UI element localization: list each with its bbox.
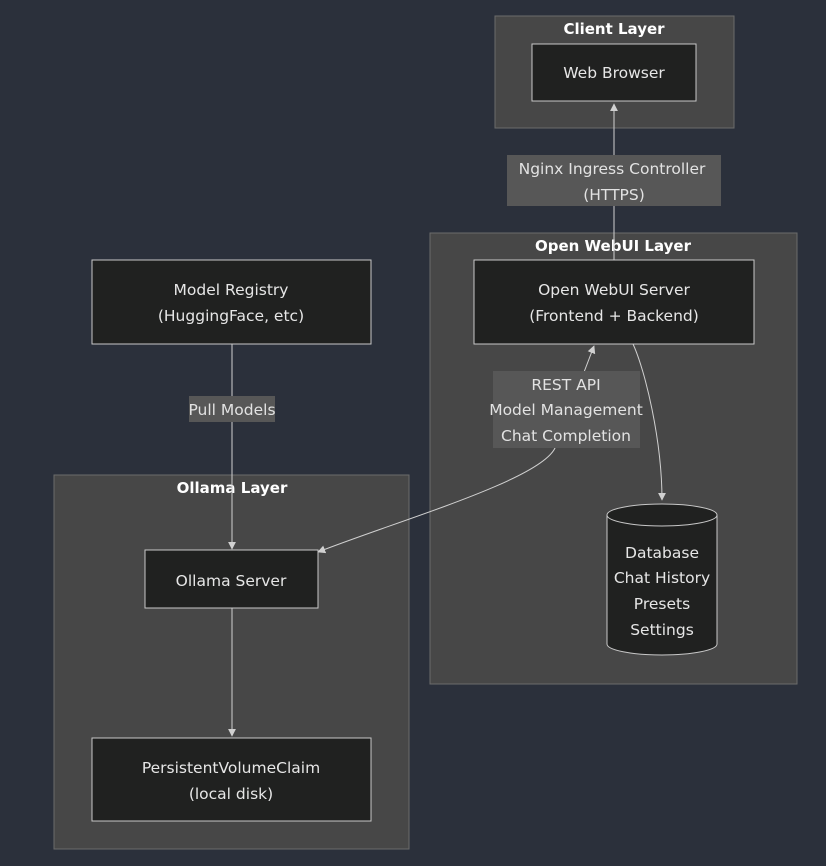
pvc-node: PersistentVolumeClaim (local disk)	[91, 737, 372, 822]
client-layer-title: Client Layer	[563, 20, 665, 38]
edge-ollama-to-openwebui	[317, 345, 596, 554]
openwebui-server-label-line1: Open WebUI Server	[538, 281, 690, 299]
openwebui-server-label-line2: (Frontend + Backend)	[529, 307, 699, 325]
edges	[228, 103, 666, 737]
database-label-line1: Database	[625, 544, 699, 562]
database-label-line4: Settings	[630, 621, 694, 639]
web-browser-label: Web Browser	[563, 64, 665, 82]
ingress-label-line2: (HTTPS)	[583, 186, 645, 204]
openwebui-layer-title: Open WebUI Layer	[535, 237, 692, 255]
database-node: Database Chat History Presets Settings	[606, 503, 718, 656]
pvc-label-line1: PersistentVolumeClaim	[142, 759, 320, 777]
ollama-server-node: Ollama Server	[144, 549, 319, 609]
rest-api-edge-label: REST API Model Management Chat Completio…	[489, 371, 643, 448]
rest-api-label-line3: Chat Completion	[501, 427, 631, 445]
model-registry-node: Model Registry (HuggingFace, etc)	[91, 259, 372, 345]
rest-api-label-line1: REST API	[531, 376, 600, 394]
ingress-label-line1: Nginx Ingress Controller	[519, 160, 706, 178]
pull-models-label: Pull Models	[188, 401, 275, 419]
pvc-label-line2: (local disk)	[189, 785, 273, 803]
pull-models-edge-label: Pull Models	[188, 396, 276, 422]
model-registry-label-line2: (HuggingFace, etc)	[158, 307, 304, 325]
database-label-line2: Chat History	[614, 569, 710, 587]
openwebui-server-node: Open WebUI Server (Frontend + Backend)	[473, 259, 755, 345]
ingress-edge-label: Nginx Ingress Controller (HTTPS)	[507, 155, 721, 206]
ollama-server-label: Ollama Server	[176, 572, 287, 590]
web-browser-node: Web Browser	[531, 43, 697, 102]
model-registry-label-line1: Model Registry	[174, 281, 289, 299]
database-label-line3: Presets	[634, 595, 690, 613]
rest-api-label-line2: Model Management	[489, 401, 643, 419]
edge-server-to-database	[632, 343, 666, 501]
